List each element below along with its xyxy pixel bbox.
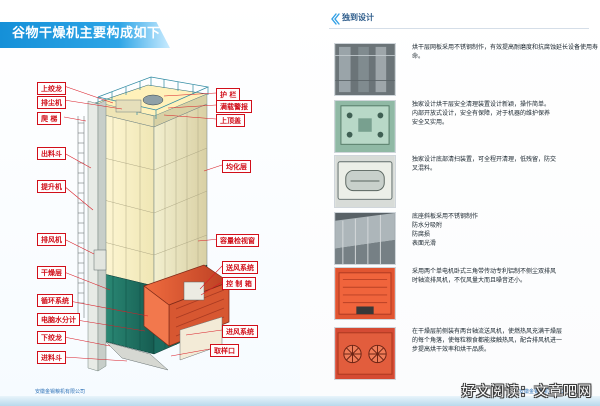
- label-lower-auger: 下绞龙: [37, 331, 66, 344]
- title-band: [0, 22, 170, 48]
- section-rule: [329, 28, 589, 29]
- feature-description: 在干燥层前侧装有两台轴流送风机，使燃热风充满干燥层 的每个角落，使每粒粮食都能接…: [412, 328, 563, 353]
- right-footer-company: 安徽金锡粮机有限公司: [519, 389, 570, 395]
- label-ladder: 爬 梯: [37, 112, 62, 125]
- feature-description: 底座斜板采用不锈钢制作 防水分吸附 防腐损 表面光滑: [412, 213, 479, 247]
- label-dust-fan: 排尘机: [37, 96, 66, 109]
- top-motor: [142, 94, 164, 106]
- motor-box-left: [93, 249, 107, 271]
- elevator-side: [97, 99, 107, 372]
- feature-safe-cleaning: 独家设计烘干层安全清理装置设计新颖，操作简单。 内部开放式设计，安全有保障，对于…: [334, 100, 600, 153]
- label-feed-hopper: 进料斗: [37, 351, 66, 364]
- site-watermark: 好文阅读：文章吧网: [461, 384, 592, 400]
- ladder: [77, 116, 85, 318]
- bottom-page-band: [0, 396, 600, 406]
- tower-front-face: [99, 113, 155, 287]
- feature-description: 采用两个单电机卧式三角带传动专利铝制不侧尘双排风 时轴流排风机，不仅风量大而且噪…: [412, 268, 557, 284]
- section-title: 独到设计: [342, 13, 374, 22]
- feature-description: 独家设计底部清扫装置，可全程开清理，低残留，防交 叉混料。: [412, 156, 557, 172]
- feature-stainless-slope: 底座斜板采用不锈钢制作 防水分吸附 防腐损 表面光滑: [334, 212, 600, 265]
- feature-photo-stainless-slope: [334, 212, 396, 265]
- label-air-supply-system: 送风系统: [222, 261, 258, 274]
- label-full-grain-alarm: 满载警报: [216, 100, 252, 113]
- chevron-left-icon: [331, 13, 340, 25]
- feature-air-supply-fan: 在干燥层前侧装有两台轴流送风机，使燃热风充满干燥层 的每个角落，使每粒粮食都能接…: [334, 327, 600, 380]
- label-hot-air-system: 进风系统: [222, 325, 258, 338]
- motor-box-right: [183, 281, 205, 301]
- feature-photo-safe-cleaning: [334, 100, 396, 153]
- label-upper-auger: 上绞龙: [37, 82, 66, 95]
- label-moisture-meter: 电脑水分计: [37, 313, 80, 326]
- feature-description: 独家设计烘干层安全清理装置设计新颖，操作简单。 内部开放式设计，安全有保障，对于…: [412, 101, 551, 126]
- section-header: 独到设计: [329, 12, 419, 27]
- feature-description: 烘干层网板采用不锈钢制作，有效提高耐磨度和抗腐蚀延长设备使用寿命。: [412, 44, 599, 60]
- label-tempering-layer: 均化层: [222, 160, 251, 173]
- lower-hopper: [105, 341, 169, 371]
- label-exhaust-fan: 排风机: [37, 233, 66, 246]
- feature-photo-stainless-screen: [334, 43, 396, 96]
- orange-fan-top: [143, 285, 170, 347]
- feature-bottom-clean: 独家设计底部清扫装置，可全程开清理，低残留，防交 叉混料。: [334, 155, 600, 208]
- elevator-column: [87, 100, 99, 372]
- label-drying-layer: 干燥层: [37, 266, 66, 279]
- label-outlet-bucket: 出料斗: [37, 147, 66, 160]
- tower-side-face: [153, 103, 208, 287]
- label-top-cover: 上顶盖: [216, 114, 245, 127]
- label-circulation-system: 循环系统: [37, 294, 73, 307]
- feature-stainless-screen: 烘干层网板采用不锈钢制作，有效提高耐磨度和抗腐蚀延长设备使用寿命。: [334, 43, 600, 96]
- left-footer-company: 安徽金锡粮机有限公司: [35, 389, 86, 395]
- label-discharge-port: 取样口: [210, 344, 239, 357]
- feature-photo-bottom-clean: [334, 155, 396, 208]
- page-title: 谷物干燥机主要构成如下: [12, 26, 161, 41]
- label-elevator: 提升机: [37, 180, 66, 193]
- feature-details-page: 独到设计 烘干层网板采用不锈钢制作，有效提高耐磨度和抗腐蚀延长设备使用寿命。: [300, 0, 600, 406]
- label-control-box: 控 制 箱: [222, 277, 256, 290]
- tower-grid-lines: [99, 108, 208, 283]
- label-volume-window: 容量检视窗: [216, 234, 259, 247]
- dust-fan-housing: [115, 99, 142, 113]
- feature-photo-exhaust-fan: [334, 267, 396, 320]
- feature-photo-air-supply-fan: [334, 327, 396, 380]
- feature-exhaust-fan: 采用两个单电机卧式三角带传动专利铝制不侧尘双排风 时轴流排风机，不仅风量大而且噪…: [334, 267, 600, 320]
- grain-dryer-cutaway-diagram: [63, 76, 230, 372]
- callout-lines: [63, 85, 223, 362]
- dryer-structure-page: 谷物干燥机主要构成如下: [0, 0, 300, 406]
